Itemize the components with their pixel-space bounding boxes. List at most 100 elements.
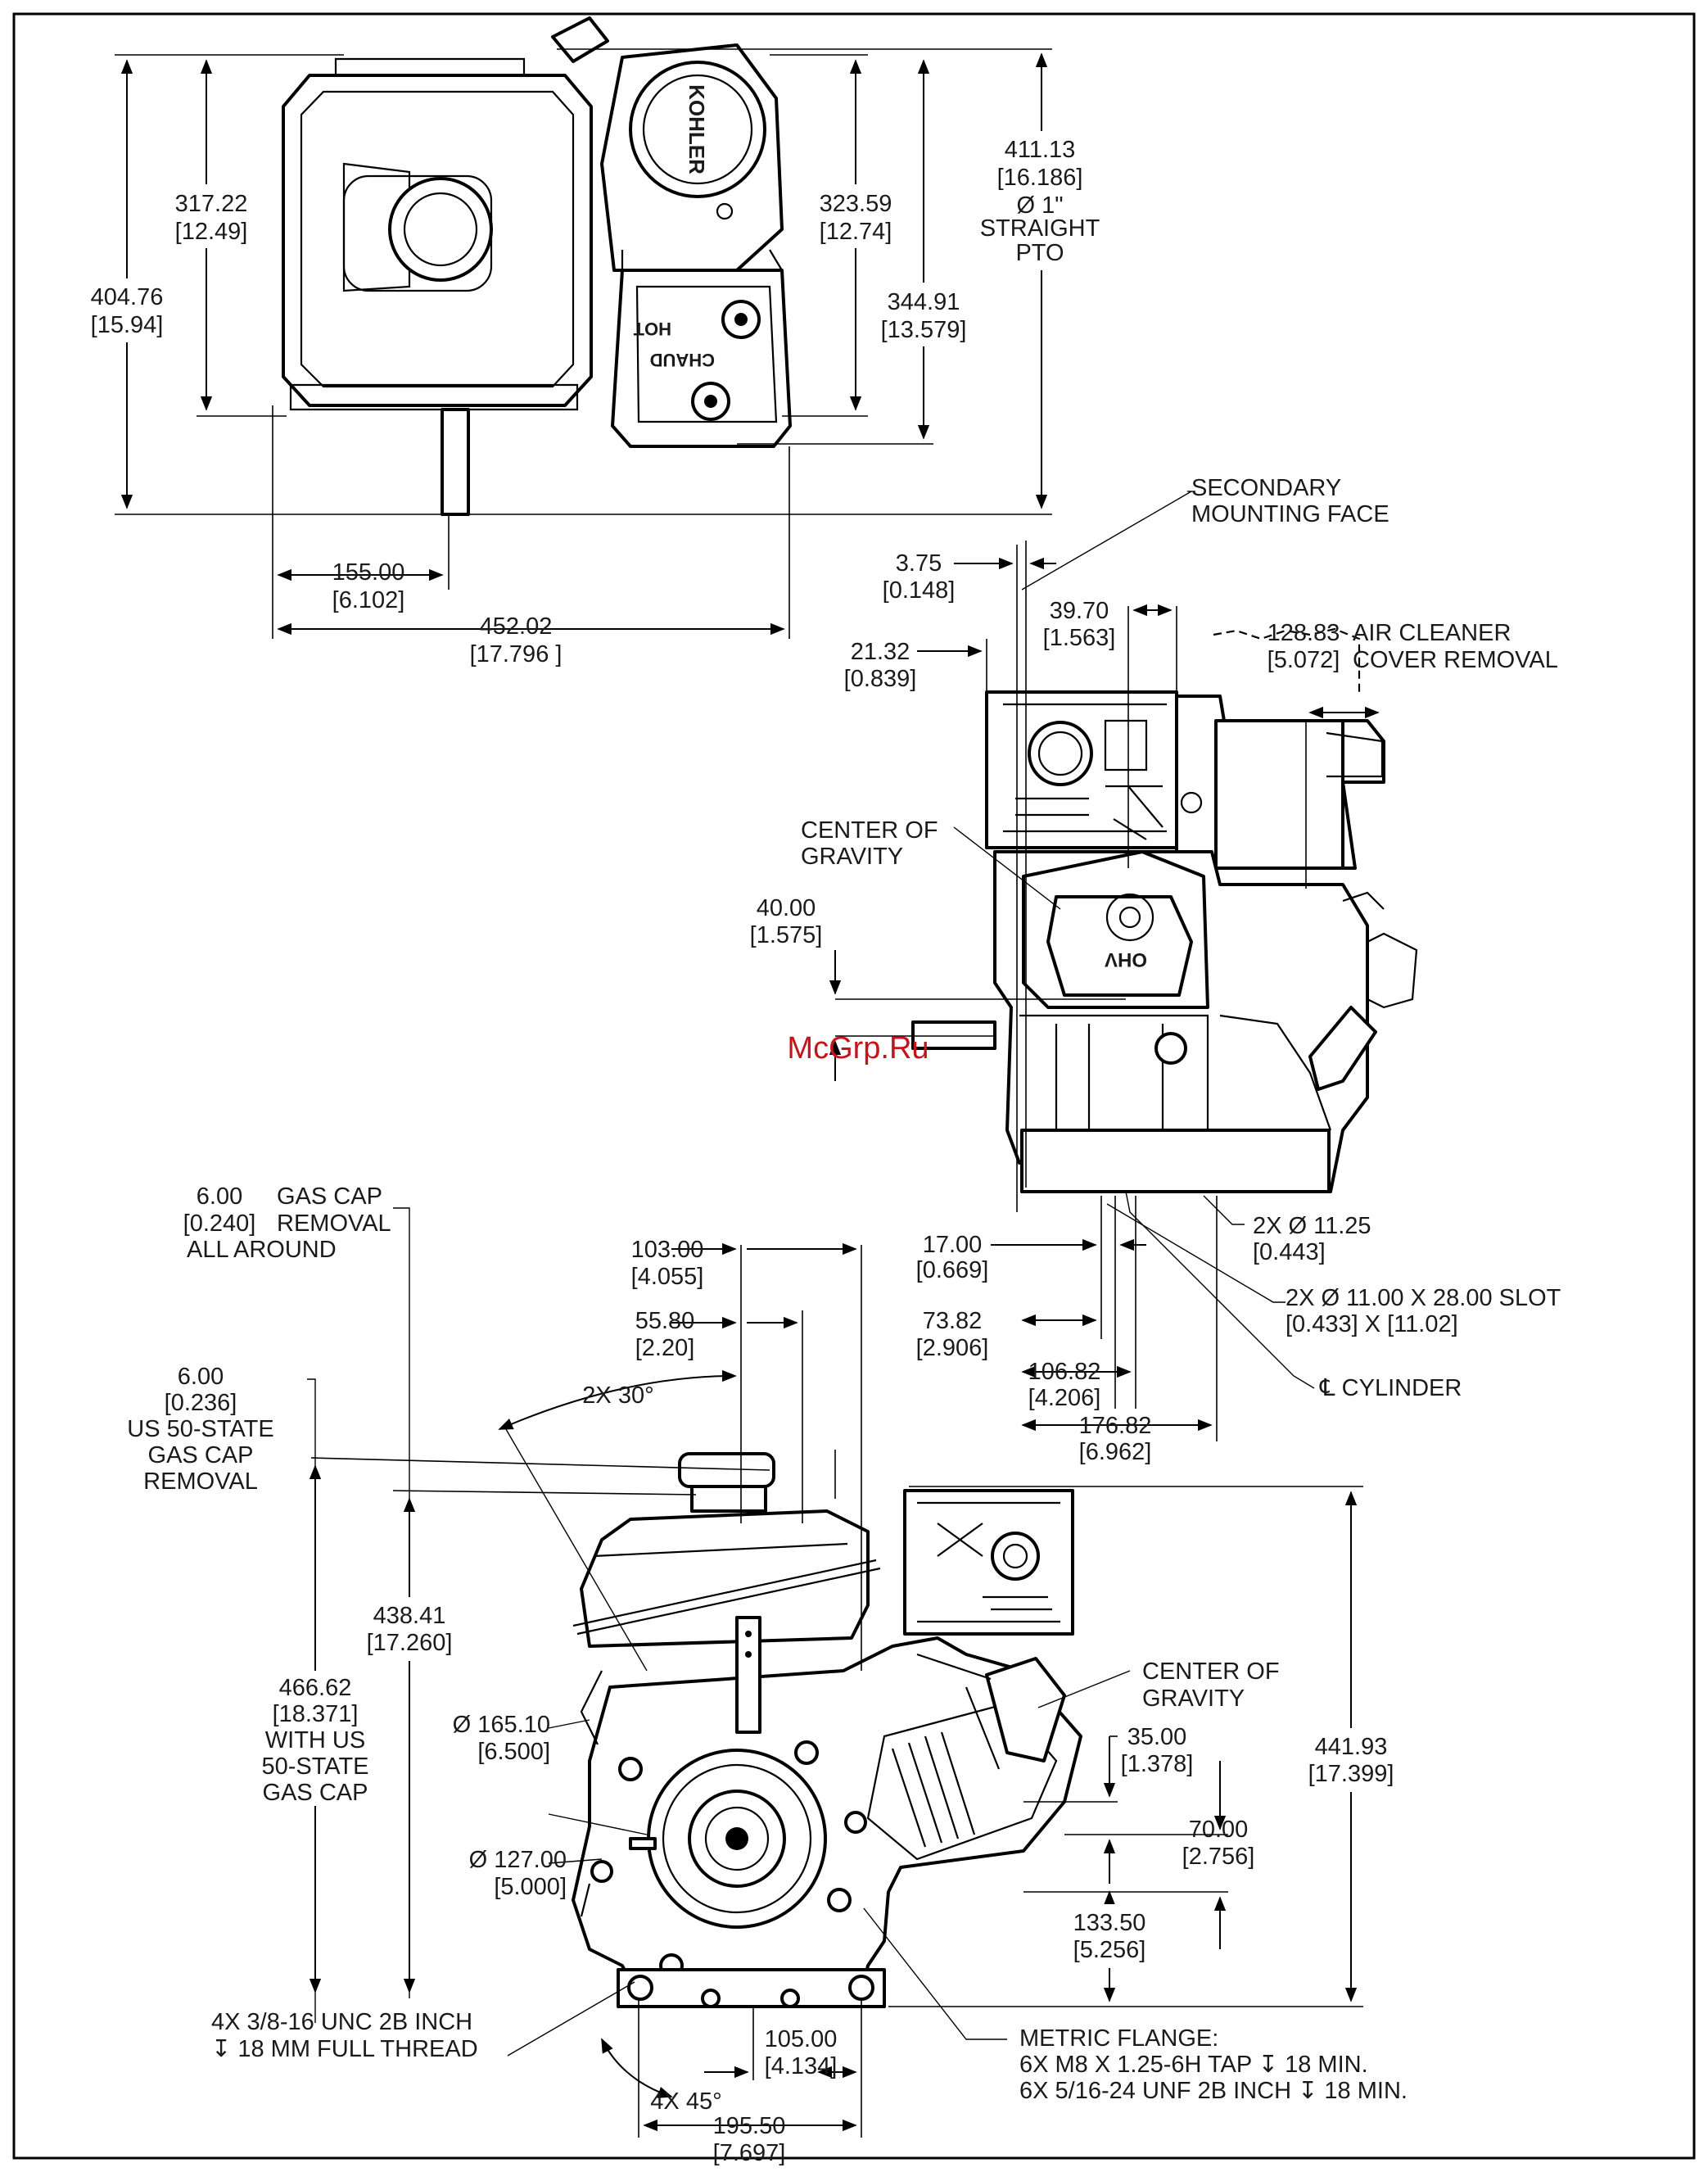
brand-mark: KOHLER [685, 84, 709, 174]
dim-127-in: [5.000] [494, 1874, 567, 1900]
gascap1-label-2: REMOVAL [277, 1210, 391, 1237]
dim-7382-mm: 73.82 [923, 1308, 983, 1334]
gascap1-mm: 6.00 [197, 1183, 242, 1210]
panel-text-hot: HOT [633, 319, 671, 339]
top-view-dimensions [115, 48, 1052, 639]
dim-155-mm: 155.00 [332, 559, 405, 586]
secondary-label-1: SECONDARY [1191, 475, 1341, 501]
fuel-tank [282, 57, 593, 411]
dim-466-label-3: GAS CAP [263, 1780, 368, 1806]
dim-103-mm: 103.00 [631, 1237, 704, 1263]
air-cleaner-label-2: COVER REMOVAL [1353, 647, 1558, 673]
front-view-dimensions [307, 1207, 1363, 2138]
angle-30: 2X 30° [582, 1382, 653, 1409]
flange-label-1: METRIC FLANGE: [1019, 2025, 1218, 2052]
secondary-label-2: MOUNTING FACE [1191, 501, 1389, 527]
gascap2-mm: 6.00 [178, 1364, 224, 1390]
side-view: OHV [750, 475, 1561, 1465]
gascap2-label-3: REMOVAL [143, 1468, 258, 1495]
gascap1-in: [0.240] [183, 1210, 256, 1237]
cylinder-label: ℄ CYLINDER [1319, 1375, 1462, 1401]
dim-404-mm: 404.76 [91, 284, 164, 310]
dim-pto-dia: Ø 1" [1016, 192, 1063, 219]
dim-10682-in: [4.206] [1028, 1385, 1101, 1411]
dim-344-mm: 344.91 [888, 289, 960, 315]
dim-10682-mm: 106.82 [1028, 1359, 1101, 1385]
dim-438-in: [17.260] [367, 1630, 453, 1656]
side-crankcase: OHV [993, 791, 1418, 1193]
dim-12883-mm: 128.83 [1267, 620, 1340, 646]
dim-317-mm: 317.22 [175, 191, 248, 217]
dim-411-mm: 411.13 [1005, 137, 1076, 163]
front-cog-label-1: CENTER OF [1142, 1658, 1280, 1685]
dim-466-label-1: WITH US [265, 1727, 365, 1753]
slot-label-2: [0.433] X [11.02] [1286, 1311, 1458, 1337]
front-fuel-tank [572, 1452, 881, 1648]
gascap1-label-1: GAS CAP [277, 1183, 382, 1210]
angle-45: 4X 45° [650, 2088, 721, 2115]
dim-70-mm: 70.00 [1189, 1817, 1249, 1843]
dim-19550-in: [7.697] [713, 2140, 786, 2166]
front-muffler [903, 1489, 1074, 1636]
dim-17-mm: 17.00 [923, 1232, 983, 1258]
ohv-badge: OHV [1105, 948, 1147, 971]
side-cog-label-1: CENTER OF [801, 817, 938, 844]
dim-317-in: [12.49] [175, 219, 248, 245]
dim-466-in: [18.371] [273, 1701, 359, 1727]
dim-7382-in: [2.906] [916, 1335, 989, 1361]
dim-pto-label: PTO [1015, 240, 1064, 266]
front-cog-label-2: GRAVITY [1142, 1686, 1245, 1712]
side-pto-shaft [911, 1020, 996, 1050]
dim-323-in: [12.74] [820, 219, 892, 245]
dim-2132-mm: 21.32 [851, 639, 910, 665]
front-view-labels: 6.00 [0.240] GAS CAP REMOVAL ALL AROUND … [127, 1183, 1408, 2166]
dim-438-mm: 438.41 [373, 1603, 446, 1629]
dim-452-in: [17.796 ] [470, 641, 563, 667]
dim-155-in: [6.102] [332, 587, 405, 613]
drawing-border [12, 12, 1696, 2160]
dim-441-mm: 441.93 [1315, 1734, 1388, 1760]
dim-pto-straight: STRAIGHT [980, 215, 1100, 242]
dim-105-in: [4.134] [765, 2053, 838, 2079]
dim-103-in: [4.055] [631, 1264, 704, 1290]
dim-344-in: [13.579] [881, 317, 967, 343]
dim-165-mm: Ø 165.10 [453, 1712, 550, 1738]
dim-13350-in: [5.256] [1073, 1937, 1146, 1963]
dim-165-in: [6.500] [477, 1739, 550, 1765]
thread-label-1: 4X 3/8-16 UNC 2B INCH [211, 2009, 472, 2035]
gascap2-in: [0.236] [165, 1390, 237, 1416]
dim-13350-mm: 133.50 [1073, 1910, 1146, 1936]
front-engine-block [572, 1616, 1082, 2008]
dim-323-mm: 323.59 [820, 191, 892, 217]
hole-label-1: 2X Ø 11.25 [1253, 1213, 1371, 1239]
dim-375-mm: 3.75 [896, 550, 942, 577]
hole-label-2: [0.443] [1253, 1239, 1326, 1265]
side-view-labels: SECONDARY MOUNTING FACE 3.75 [0.148] 21.… [750, 475, 1561, 1465]
dim-35-mm: 35.00 [1127, 1724, 1187, 1750]
air-cleaner-label-1: AIR CLEANER [1353, 620, 1511, 646]
dim-452-mm: 452.02 [480, 613, 553, 640]
dim-5580-in: [2.20] [635, 1335, 695, 1361]
dim-127-mm: Ø 127.00 [469, 1847, 567, 1873]
dim-17682-mm: 176.82 [1079, 1413, 1152, 1439]
dim-466-mm: 466.62 [279, 1675, 352, 1701]
flange-label-3: 6X 5/16-24 UNF 2B INCH ↧ 18 MIN. [1019, 2078, 1408, 2104]
side-air-cleaner [1175, 627, 1385, 870]
panel-text-chaud: CHAUD [650, 350, 715, 370]
dim-411-in: [16.186] [997, 165, 1083, 191]
flange-label-2: 6X M8 X 1.25-6H TAP ↧ 18 MIN. [1019, 2052, 1368, 2078]
recoil-starter: KOHLER [551, 16, 784, 272]
dim-2132-in: [0.839] [844, 666, 917, 692]
front-view: 6.00 [0.240] GAS CAP REMOVAL ALL AROUND … [127, 1183, 1408, 2166]
dim-3970-in: [1.563] [1043, 625, 1116, 651]
top-view: KOHLER CHAUD HOT [82, 16, 1114, 667]
gascap2-label-1: US 50-STATE [127, 1416, 273, 1442]
dim-3970-mm: 39.70 [1050, 598, 1109, 624]
dim-404-in: [15.94] [91, 312, 164, 338]
gascap2-label-2: GAS CAP [148, 1442, 254, 1468]
side-cog-label-2: GRAVITY [801, 844, 903, 870]
dim-12883-in: [5.072] [1267, 647, 1340, 673]
dim-70-in: [2.756] [1182, 1844, 1255, 1870]
muffler-guard: CHAUD HOT [611, 249, 792, 448]
